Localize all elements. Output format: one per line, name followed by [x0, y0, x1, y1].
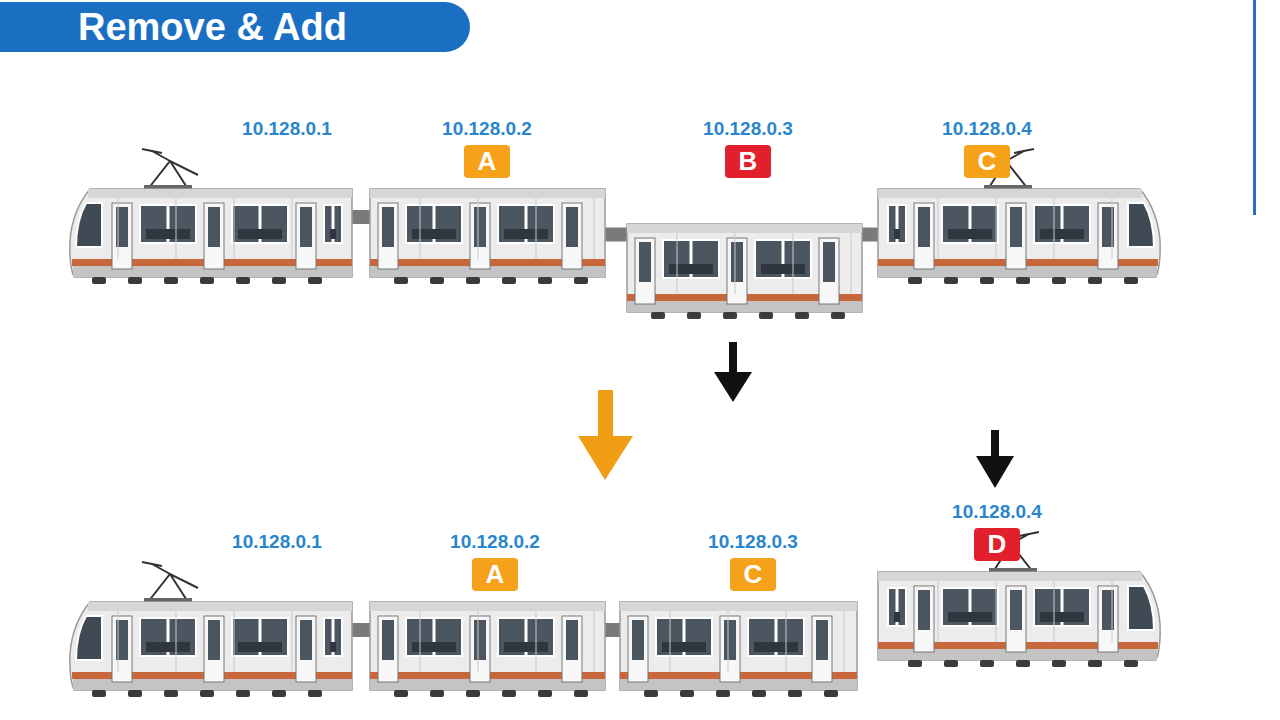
ip-address: 10.128.0.3 — [643, 531, 863, 553]
tram-car: 10.128.0.4D — [878, 568, 1162, 672]
down-arrow-black — [714, 342, 752, 402]
ip-address: 10.128.0.3 — [638, 118, 858, 140]
ip-address: 10.128.0.2 — [377, 118, 597, 140]
tram-car-drawing — [68, 598, 352, 702]
car-label-group: 10.128.0.2A — [385, 531, 605, 591]
down-arrow-orange — [578, 390, 633, 480]
tram-car-drawing — [68, 185, 352, 289]
car-label-group: 10.128.0.1 — [177, 118, 397, 140]
car-coupling — [605, 623, 620, 637]
car-coupling — [352, 210, 370, 224]
car-coupling — [862, 228, 878, 242]
tram-car: 10.128.0.1 — [68, 598, 352, 702]
tram-car-drawing — [627, 220, 862, 324]
ip-address: 10.128.0.1 — [177, 118, 397, 140]
tram-car-drawing — [620, 598, 857, 702]
car-badge: A — [464, 145, 510, 178]
ip-address: 10.128.0.1 — [167, 531, 387, 553]
tram-car-drawing — [370, 185, 605, 289]
car-label-group: 10.128.0.1 — [167, 531, 387, 553]
tram-car: 10.128.0.2A — [370, 185, 605, 289]
car-label-group: 10.128.0.4C — [877, 118, 1097, 178]
tram-car-body — [370, 189, 605, 284]
car-label-group: 10.128.0.3B — [638, 118, 858, 178]
car-badge: C — [730, 558, 776, 591]
car-badge: D — [974, 528, 1020, 561]
car-badge: A — [472, 558, 518, 591]
car-label-group: 10.128.0.4D — [887, 501, 1107, 561]
down-arrow-black — [976, 430, 1014, 488]
tram-car-body — [620, 602, 857, 697]
tram-car-body — [627, 224, 862, 319]
tram-car-body — [70, 149, 352, 284]
side-rule — [1253, 0, 1256, 215]
tram-car-drawing — [878, 568, 1162, 672]
tram-car-body — [370, 602, 605, 697]
car-coupling — [352, 623, 370, 637]
tram-car: 10.128.0.4C — [878, 185, 1162, 289]
ip-address: 10.128.0.2 — [385, 531, 605, 553]
car-coupling — [605, 228, 627, 242]
title-bar: Remove & Add — [0, 2, 470, 52]
car-label-group: 10.128.0.3C — [643, 531, 863, 591]
tram-car-drawing — [370, 598, 605, 702]
tram-car: 10.128.0.1 — [68, 185, 352, 289]
tram-car: 10.128.0.3C — [620, 598, 857, 702]
ip-address: 10.128.0.4 — [887, 501, 1107, 523]
tram-car-drawing — [878, 185, 1162, 289]
car-label-group: 10.128.0.2A — [377, 118, 597, 178]
tram-car-body — [70, 562, 352, 697]
car-badge: C — [964, 145, 1010, 178]
title-text: Remove & Add — [78, 6, 347, 49]
car-badge: B — [725, 145, 771, 178]
tram-car: 10.128.0.2A — [370, 598, 605, 702]
tram-car-body — [878, 149, 1160, 284]
ip-address: 10.128.0.4 — [877, 118, 1097, 140]
tram-car: 10.128.0.3B — [627, 220, 862, 324]
